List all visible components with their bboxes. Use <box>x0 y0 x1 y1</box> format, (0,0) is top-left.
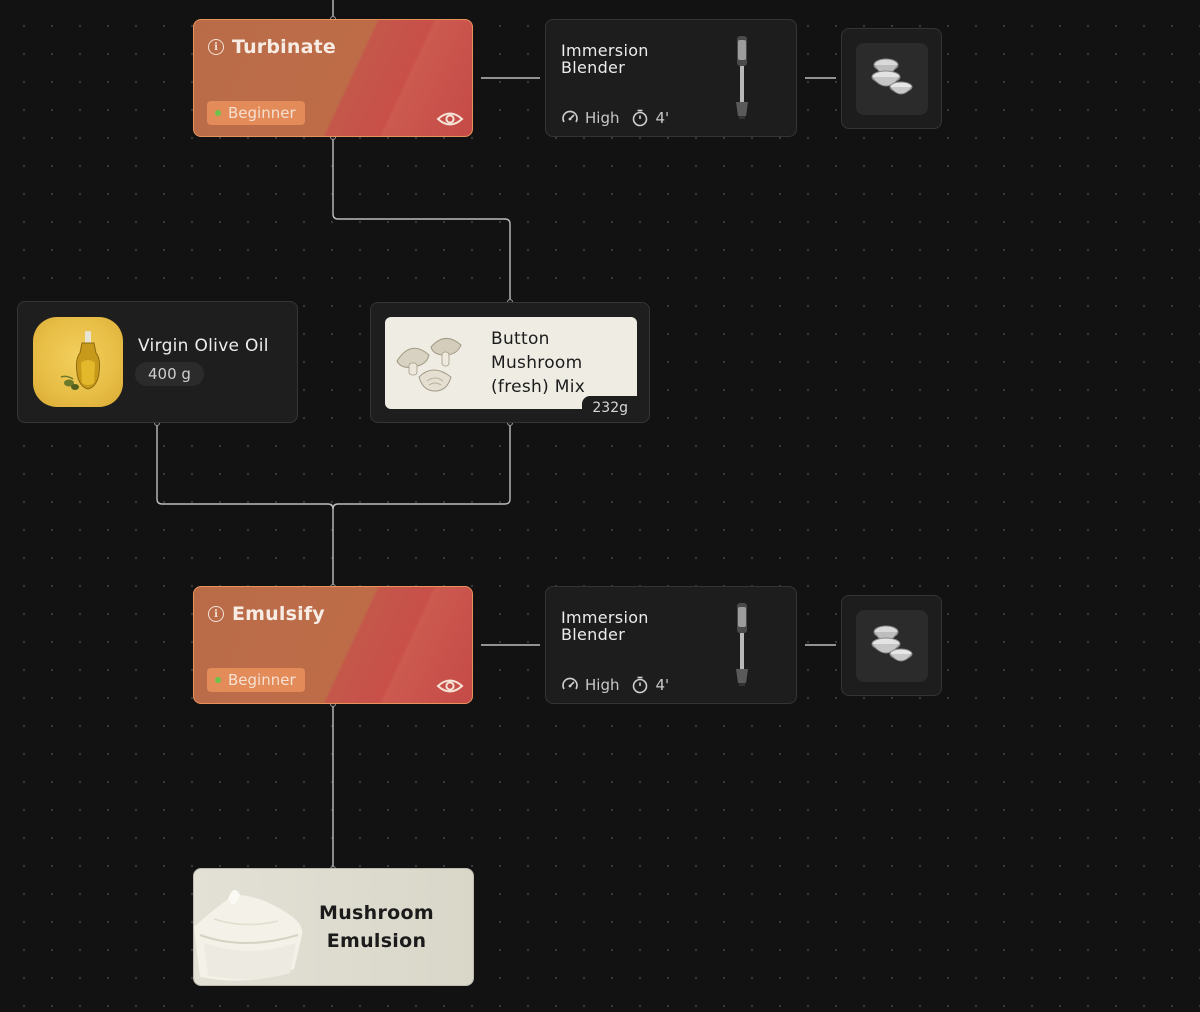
connector-turbinate-to-mushroom <box>333 138 510 302</box>
emulsion-bowl-image <box>194 869 314 986</box>
connector-olive-oil-to-emulsify <box>157 423 333 587</box>
tool-card-immersion-blender[interactable]: Immersion Blender High 4' <box>545 586 797 704</box>
immersion-blender-image <box>733 603 751 687</box>
time-label: 4' <box>655 109 669 127</box>
tool-name: Immersion Blender <box>561 609 681 643</box>
timer-icon <box>631 676 649 694</box>
mushroom-image <box>393 325 483 405</box>
connector-mushroom-to-emulsify <box>333 423 510 509</box>
ingredient-name: Virgin Olive Oil <box>138 336 269 356</box>
speed-icon <box>561 109 579 127</box>
level-label: Beginner <box>228 104 296 122</box>
info-icon[interactable]: i <box>208 39 224 55</box>
time-label: 4' <box>655 676 669 694</box>
mixing-bowls-image <box>856 610 928 682</box>
tool-name: Immersion Blender <box>561 42 681 76</box>
step-name: Emulsify <box>232 603 325 625</box>
step-title: i Turbinate <box>208 36 336 58</box>
speed-label: High <box>585 676 619 694</box>
weight-badge: 232g <box>582 396 637 420</box>
step-card-emulsify[interactable]: i Emulsify Beginner <box>193 586 473 704</box>
result-name: Mushroom Emulsion <box>304 899 449 955</box>
eye-icon[interactable] <box>436 676 464 696</box>
info-icon[interactable]: i <box>208 606 224 622</box>
step-name: Turbinate <box>232 36 336 58</box>
level-badge: Beginner <box>207 101 305 125</box>
ingredient-card-olive-oil[interactable]: Virgin Olive Oil 400 g <box>17 301 298 423</box>
immersion-blender-image <box>733 36 751 120</box>
ingredient-card-mushroom[interactable]: Button Mushroom (fresh) Mix 232g <box>370 302 650 423</box>
result-card-mushroom-emulsion[interactable]: Mushroom Emulsion <box>193 868 474 986</box>
tool-settings: High 4' <box>561 676 669 694</box>
eye-icon[interactable] <box>436 109 464 129</box>
tool-card-immersion-blender[interactable]: Immersion Blender High 4' <box>545 19 797 137</box>
speed-icon <box>561 676 579 694</box>
mixing-bowls-image <box>856 43 928 115</box>
olive-oil-image <box>33 317 123 407</box>
level-dot <box>215 677 221 683</box>
mixing-bowls-card[interactable] <box>841 28 942 129</box>
quantity-badge: 400 g <box>135 362 204 386</box>
level-dot <box>215 110 221 116</box>
level-badge: Beginner <box>207 668 305 692</box>
speed-label: High <box>585 109 619 127</box>
tool-settings: High 4' <box>561 109 669 127</box>
step-card-turbinate[interactable]: i Turbinate Beginner <box>193 19 473 137</box>
mixing-bowls-card[interactable] <box>841 595 942 696</box>
ingredient-name: Button Mushroom (fresh) Mix <box>491 327 631 399</box>
level-label: Beginner <box>228 671 296 689</box>
timer-icon <box>631 109 649 127</box>
step-title: i Emulsify <box>208 603 325 625</box>
